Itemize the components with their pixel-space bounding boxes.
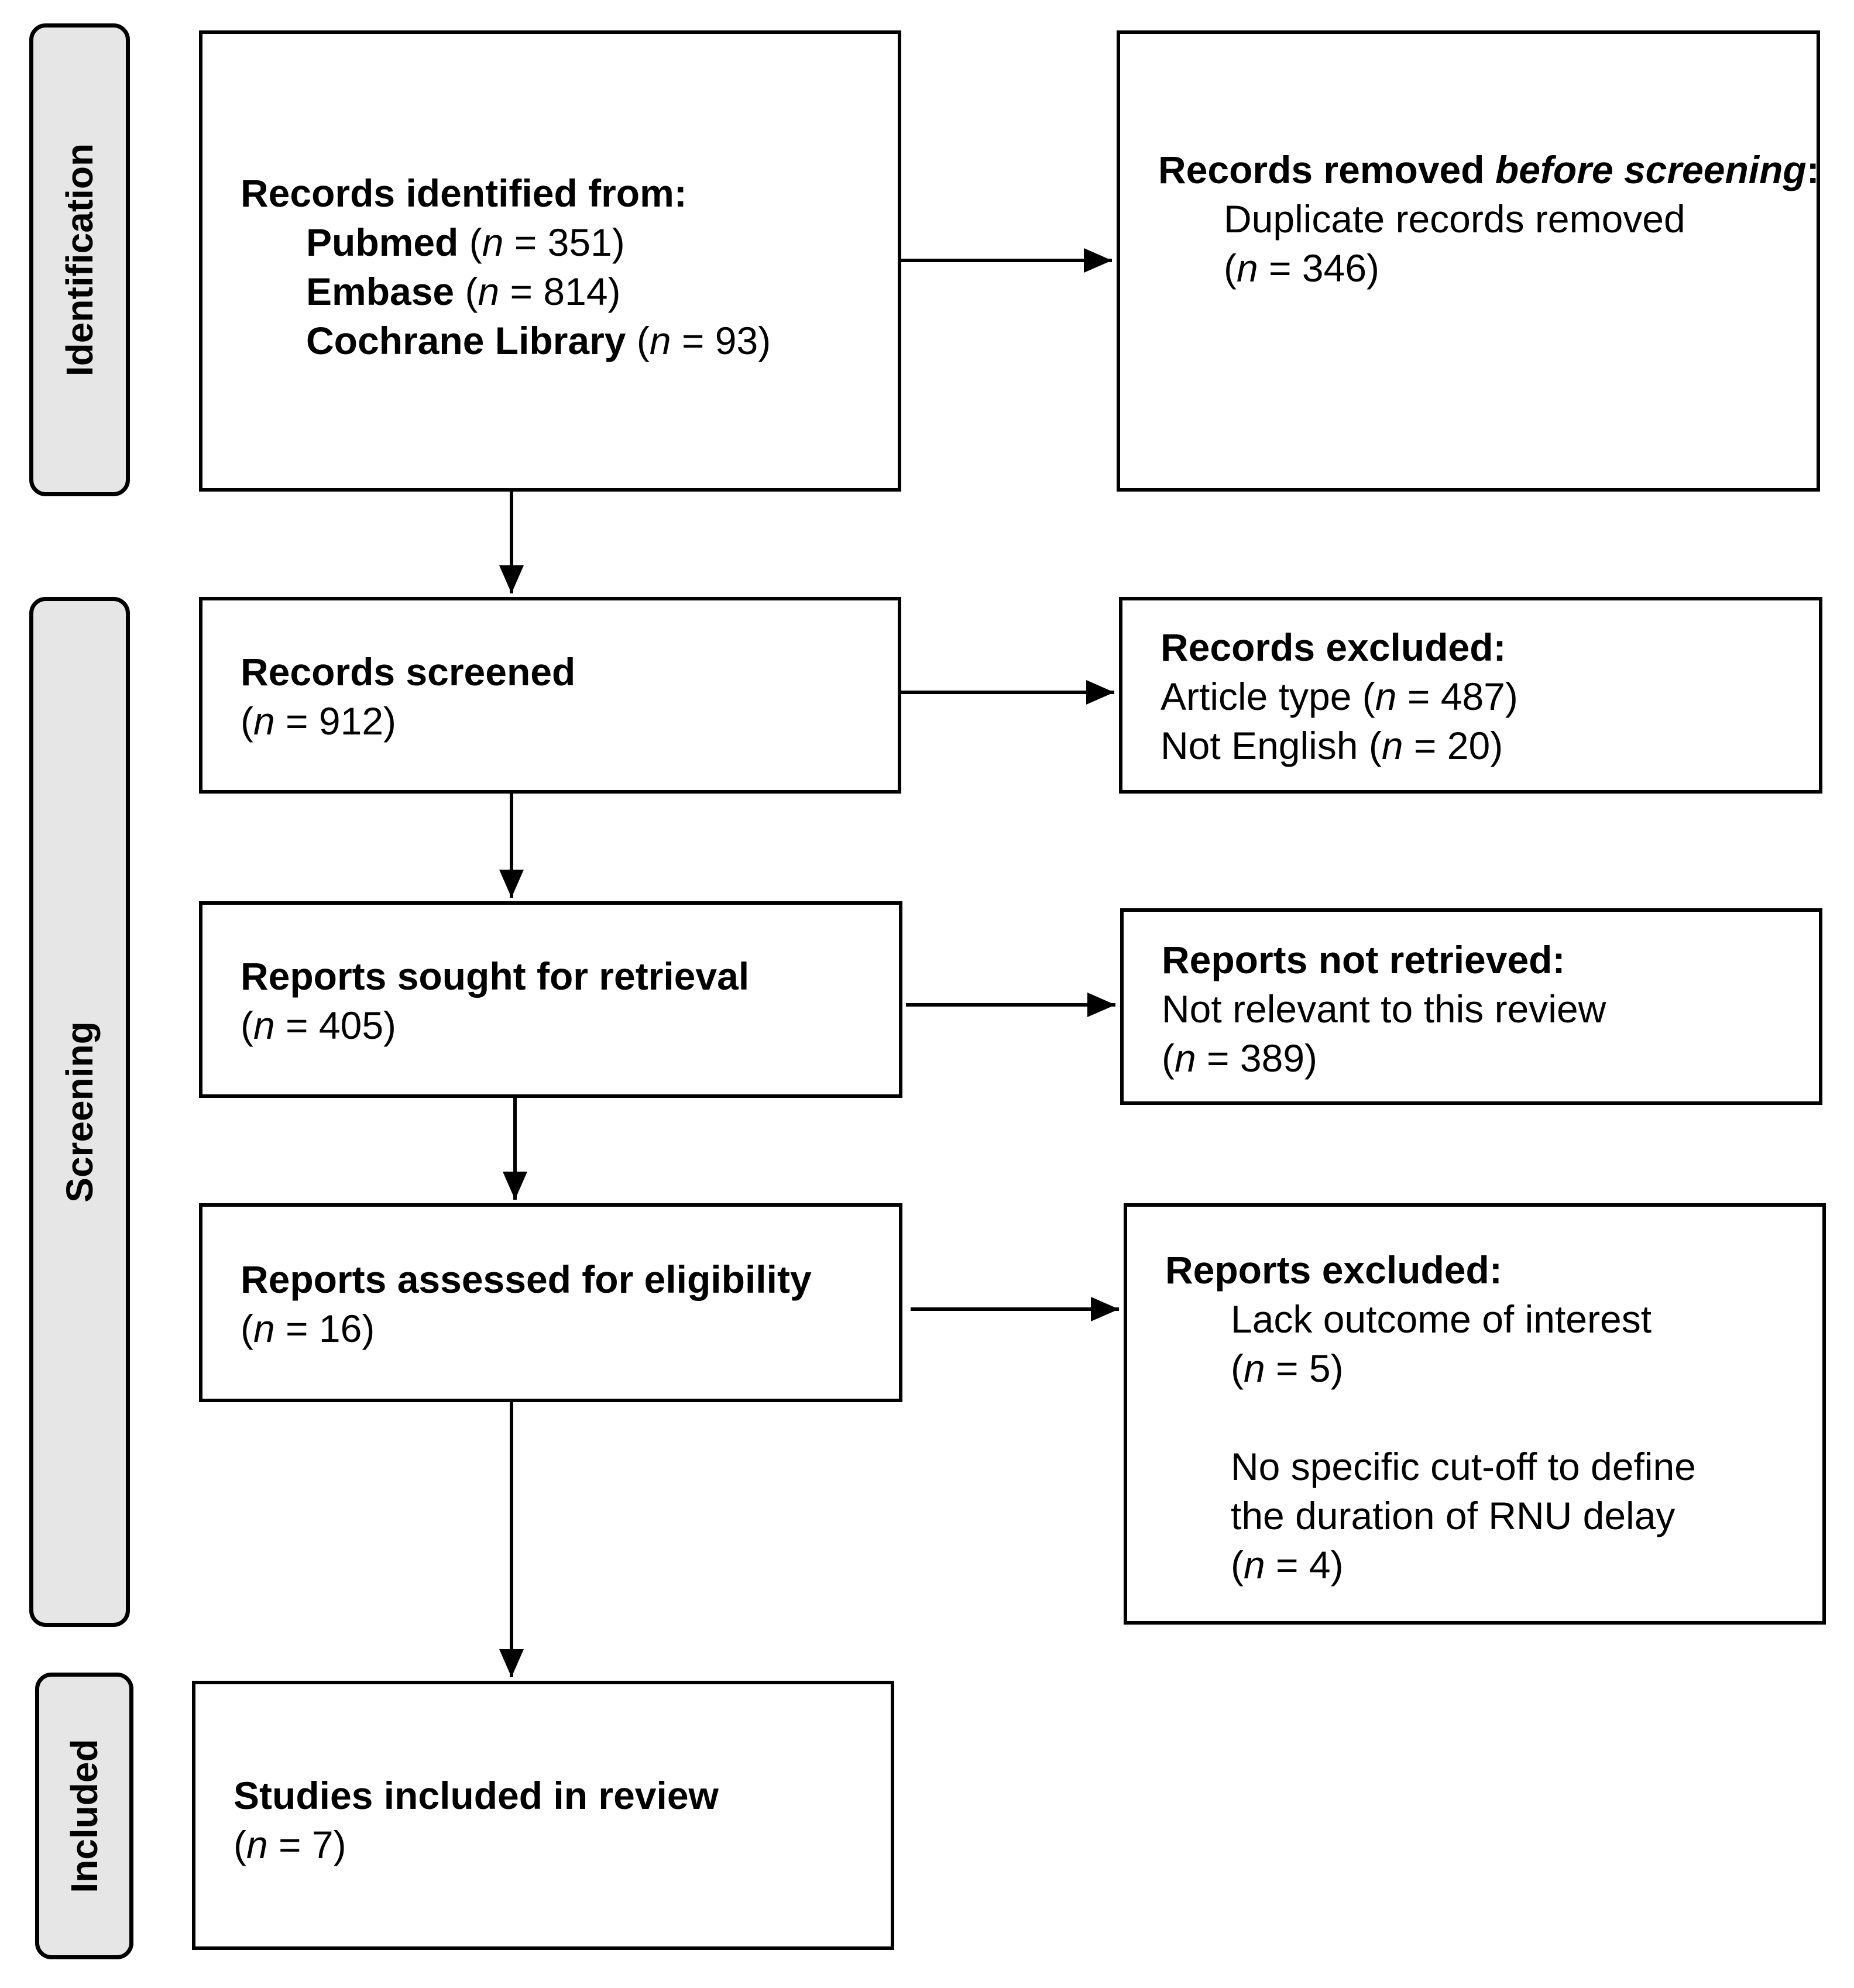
records-screened-count: (n = 912): [241, 699, 397, 743]
reports-assessed-box: Reports assessed for eligibility (n = 16…: [199, 1203, 902, 1402]
excluded-count-outcome: (n = 5): [1231, 1347, 1344, 1390]
records-removed-title: Records removed before screening:: [1158, 148, 1819, 191]
not-retrieved-reason: Not relevant to this review: [1162, 987, 1606, 1031]
studies-included-title: Studies included in review: [234, 1774, 719, 1817]
source-embase: Embase (n = 814): [306, 270, 621, 313]
duplicates-reason: Duplicate records removed: [1224, 197, 1685, 241]
records-identified-box: Records identified from: Pubmed (n = 351…: [199, 30, 901, 492]
phase-identification: Identification: [29, 23, 130, 496]
arrowhead-screened-to-excluded: [1086, 680, 1114, 705]
phase-included: Included: [35, 1673, 133, 1959]
reports-sought-title: Reports sought for retrieval: [241, 954, 750, 998]
records-excluded-title: Records excluded:: [1161, 626, 1506, 669]
arrowhead-identified-to-screened: [499, 565, 524, 593]
excluded-reason-cutoff-2: the duration of RNU delay: [1231, 1494, 1676, 1537]
records-screened-title: Records screened: [241, 650, 576, 693]
reports-not-retrieved-title: Reports not retrieved:: [1162, 938, 1565, 981]
reports-excluded-title: Reports excluded:: [1165, 1248, 1502, 1292]
records-screened-box: Records screened (n = 912): [199, 597, 901, 794]
not-retrieved-count: (n = 389): [1162, 1036, 1318, 1080]
reports-not-retrieved-box: Reports not retrieved: Not relevant to t…: [1120, 908, 1822, 1105]
reports-sought-box: Reports sought for retrieval (n = 405): [199, 901, 902, 1098]
records-removed-box: Records removed before screening: Duplic…: [1117, 30, 1820, 492]
arrowhead-sought-to-not-retrieved: [1087, 993, 1115, 1017]
excluded-count-cutoff: (n = 4): [1231, 1543, 1344, 1587]
arrowhead-assessed-to-excluded: [1091, 1297, 1119, 1321]
duplicates-count: (n = 346): [1224, 246, 1380, 290]
reports-assessed-count: (n = 16): [241, 1307, 375, 1350]
studies-included-count: (n = 7): [234, 1823, 346, 1866]
source-cochrane: Cochrane Library (n = 93): [306, 319, 771, 362]
records-excluded-box: Records excluded: Article type (n = 487)…: [1119, 597, 1822, 794]
records-identified-title: Records identified from:: [241, 171, 687, 215]
excluded-article-type: Article type (n = 487): [1161, 675, 1518, 718]
arrowhead-screened-to-sought: [499, 870, 524, 898]
reports-assessed-title: Reports assessed for eligibility: [241, 1258, 812, 1301]
excluded-reason-cutoff-1: No specific cut-off to define: [1231, 1445, 1696, 1488]
phase-screening: Screening: [29, 597, 130, 1627]
excluded-not-english: Not English (n = 20): [1161, 724, 1503, 767]
arrowhead-assessed-to-included: [499, 1649, 524, 1677]
reports-excluded-box: Reports excluded: Lack outcome of intere…: [1124, 1203, 1826, 1625]
excluded-reason-outcome: Lack outcome of interest: [1231, 1297, 1652, 1341]
studies-included-box: Studies included in review (n = 7): [192, 1681, 894, 1950]
reports-sought-count: (n = 405): [241, 1004, 397, 1047]
arrowhead-sought-to-assessed: [503, 1172, 527, 1200]
source-pubmed: Pubmed (n = 351): [306, 221, 625, 264]
arrowhead-identified-to-removed: [1084, 248, 1112, 273]
